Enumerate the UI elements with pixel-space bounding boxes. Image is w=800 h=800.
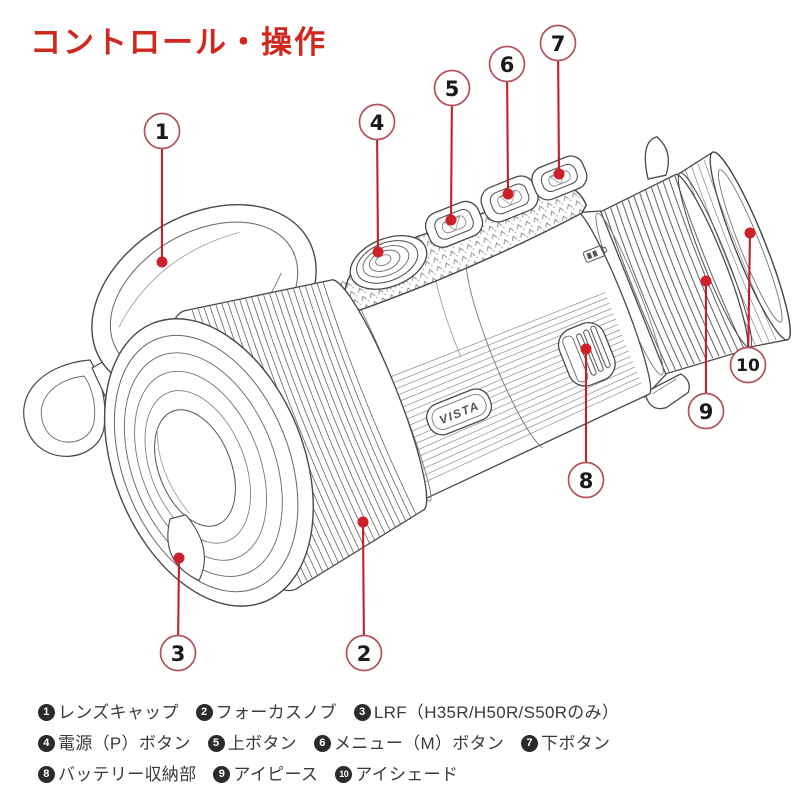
callout-circle (729, 346, 767, 384)
callout-number: 9 (699, 400, 714, 424)
callout-circle (345, 634, 383, 672)
callout-number: 8 (579, 469, 594, 493)
legend-label-4: 電源（P）ボタン (58, 734, 191, 753)
callout-line (449, 87, 454, 221)
device-body: VISTA (103, 136, 791, 607)
battery-indicator-icon (582, 245, 608, 263)
callout-dot (700, 275, 712, 287)
legend-badge-1: 1 (38, 704, 55, 721)
brand-plate: VISTA (426, 388, 493, 436)
callout-number: 3 (171, 642, 186, 666)
eyeshade-tab (644, 136, 669, 180)
callout-dot (445, 214, 457, 226)
callout-battery-compartment: 8 (567, 343, 605, 499)
lrf-window (167, 514, 205, 582)
objective-lens (103, 318, 314, 607)
callout-line (375, 121, 380, 253)
callouts-layer: 1 2 3 4 5 6 7 8 9 10 (143, 24, 767, 672)
callout-number: 7 (551, 32, 566, 56)
callout-dot (357, 516, 369, 528)
legend-badge-5: 5 (207, 735, 225, 752)
callout-circle (358, 103, 396, 141)
callout-dot (173, 552, 185, 564)
callout-circle (433, 69, 471, 107)
callout-number: 1 (155, 120, 170, 144)
callout-line (505, 63, 510, 195)
page-title: コントロール・操作 (30, 25, 327, 60)
legend-badge-9: 9 (213, 766, 231, 783)
legend-badge-4: 4 (38, 735, 55, 752)
callout-menu-button: 6 (488, 45, 526, 200)
legend-label-7: 下ボタン (541, 734, 611, 753)
legend-badge-6: 6 (313, 735, 331, 752)
legend-label-10: アイシェード (355, 765, 459, 784)
legend-badge-10: 10 (335, 766, 353, 783)
callout-number: 6 (500, 53, 515, 77)
callout-focus-knob: 2 (345, 516, 383, 672)
legend-badge-7: 7 (521, 735, 539, 752)
callout-dot (553, 168, 565, 180)
callout-number: 10 (736, 356, 760, 376)
callout-down-button: 7 (539, 24, 577, 180)
callout-dot (156, 256, 168, 268)
callout-number: 5 (445, 77, 460, 101)
legend-label-3: LRF（H35R/H50R/S50Rのみ） (373, 703, 620, 722)
legend-label-2: フォーカスノブ (215, 703, 337, 722)
legend-label-1: レンズキャップ (58, 703, 179, 722)
callout-circle (539, 24, 577, 62)
legend-label-9: アイピース (233, 765, 319, 784)
callout-line (361, 521, 366, 654)
legend-label-8: バッテリー収納部 (58, 765, 197, 784)
legend-badge-3: 3 (353, 704, 371, 721)
eyepiece-ribs (604, 175, 745, 372)
callout-up-button: 5 (433, 69, 471, 226)
callout-eyeshade: 10 (729, 227, 767, 384)
legend-label-5: 上ボタン (227, 734, 297, 753)
callout-line (556, 42, 561, 175)
callout-lrf: 3 (159, 552, 197, 672)
callout-eyepiece: 9 (687, 275, 725, 430)
callout-circle (143, 112, 181, 150)
callout-lens-cap: 1 (143, 112, 181, 268)
callout-number: 2 (357, 642, 372, 666)
callout-dot (744, 227, 756, 239)
callout-dot (372, 246, 384, 258)
callout-power-button: 4 (358, 103, 396, 258)
legend-label-6: メニュー（M）ボタン (333, 734, 505, 753)
callout-number: 4 (370, 111, 385, 135)
callout-dot (580, 343, 592, 355)
legend-badge-2: 2 (195, 704, 213, 721)
callout-circle (159, 634, 197, 672)
callout-circle (687, 392, 725, 430)
callout-dot (502, 188, 514, 200)
eyeshade-contours (685, 160, 777, 346)
callout-circle (567, 461, 605, 499)
callout-circle (488, 45, 526, 83)
legend-badge-8: 8 (38, 766, 55, 783)
callout-line (746, 232, 752, 366)
eyeshade (675, 151, 791, 349)
